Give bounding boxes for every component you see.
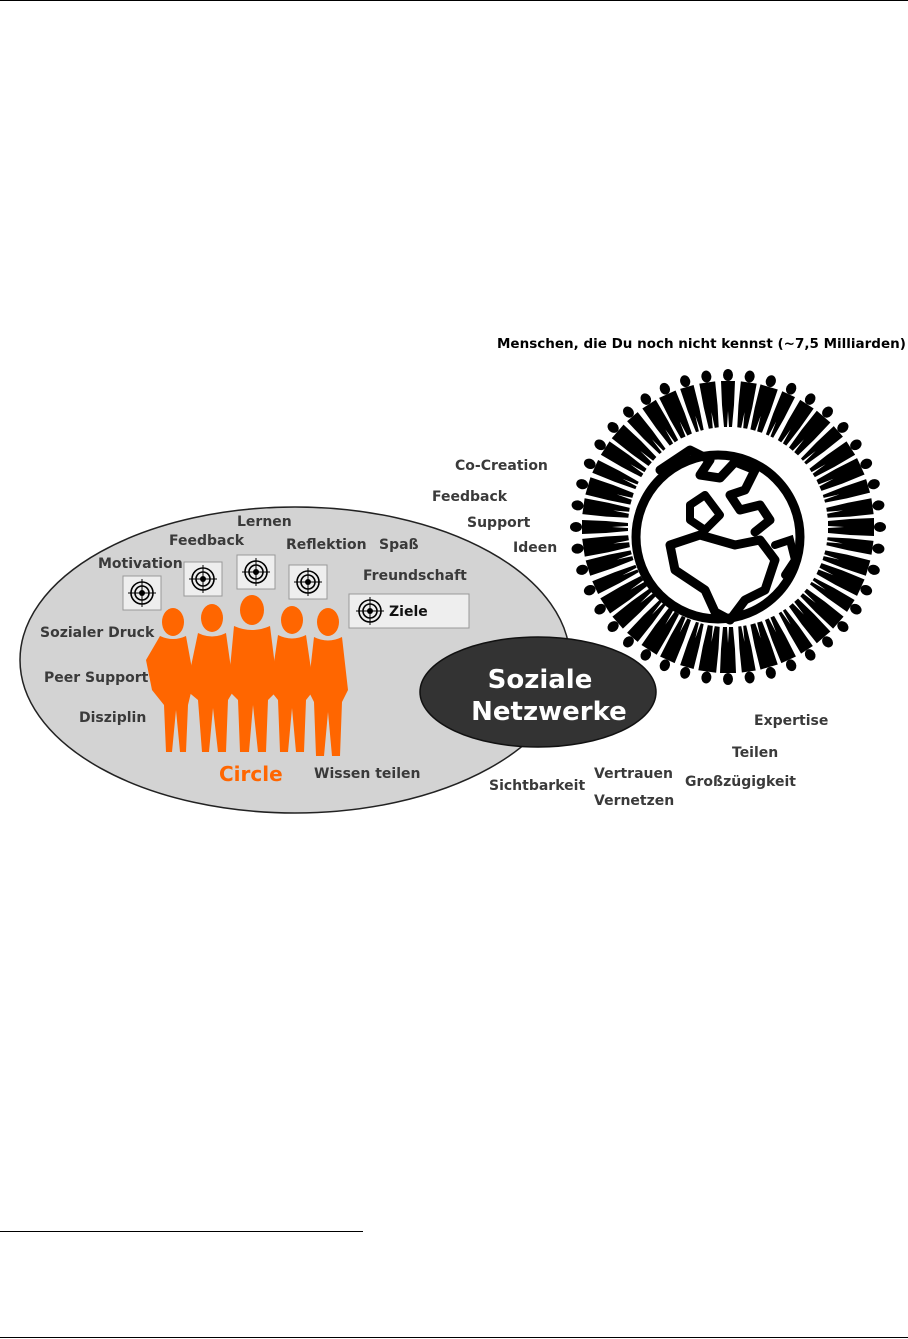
term-co-creation: Co-Creation	[455, 458, 548, 474]
term-motivation: Motivation	[98, 556, 183, 572]
person-silhouette-icon	[816, 458, 873, 491]
circle-people-group	[146, 595, 348, 756]
term-expertise: Expertise	[754, 713, 828, 729]
person-silhouette-icon	[594, 576, 648, 615]
person-silhouette-icon	[270, 606, 314, 752]
term-reflektion: Reflektion	[286, 537, 367, 553]
person-silhouette-icon	[623, 599, 666, 648]
term-network-feedback: Feedback	[432, 489, 508, 505]
person-silhouette-icon	[228, 595, 278, 752]
bottom-rule	[0, 1337, 908, 1338]
target-box-ziele	[348, 593, 470, 629]
term-vertrauen: Vertrauen	[594, 766, 673, 782]
person-silhouette-icon	[607, 422, 657, 467]
world-title: Menschen, die Du noch nicht kennst (~7,5…	[497, 336, 906, 352]
person-silhouette-icon	[583, 564, 639, 596]
term-ideen: Ideen	[513, 540, 557, 556]
target-icon	[189, 565, 217, 593]
term-lernen: Lernen	[237, 514, 292, 530]
term-support: Support	[467, 515, 531, 531]
term-vernetzen: Vernetzen	[594, 793, 674, 809]
person-silhouette-icon	[576, 550, 634, 576]
person-silhouette-icon	[623, 406, 666, 455]
person-silhouette-icon	[659, 615, 692, 672]
person-silhouette-icon	[583, 458, 639, 490]
person-silhouette-icon	[822, 479, 880, 503]
person-silhouette-icon	[809, 439, 862, 478]
target-box-feedback	[183, 561, 223, 597]
term-disziplin: Disziplin	[79, 710, 146, 726]
term-freundschaft: Freundschaft	[363, 568, 467, 584]
term-sozialer-druck: Sozialer Druck	[40, 625, 155, 641]
term-sichtbarkeit: Sichtbarkeit	[489, 778, 585, 794]
person-silhouette-icon	[788, 598, 833, 648]
person-silhouette-icon	[571, 498, 630, 518]
person-silhouette-icon	[146, 608, 194, 752]
person-silhouette-icon	[777, 393, 816, 446]
person-silhouette-icon	[800, 422, 849, 465]
term-teilen: Teilen	[732, 745, 778, 761]
person-silhouette-icon	[699, 370, 719, 429]
person-silhouette-icon	[788, 406, 833, 456]
person-silhouette-icon	[828, 518, 886, 536]
globe-icon	[631, 445, 805, 625]
target-box-lernen	[236, 554, 276, 590]
footnote-rule	[0, 1231, 363, 1232]
person-silhouette-icon	[721, 369, 735, 427]
target-icon	[242, 558, 270, 586]
person-silhouette-icon	[778, 608, 816, 661]
person-silhouette-icon	[570, 520, 628, 534]
person-silhouette-icon	[659, 382, 692, 439]
top-rule	[0, 0, 908, 1]
person-silhouette-icon	[764, 615, 797, 672]
target-box-motivation	[122, 575, 162, 611]
term-peer-support: Peer Support	[44, 670, 149, 686]
person-silhouette-icon	[186, 604, 234, 752]
term-ziele: Ziele	[389, 604, 428, 620]
person-silhouette-icon	[737, 370, 757, 429]
person-silhouette-icon	[640, 393, 679, 446]
target-box-reflektion	[288, 564, 328, 600]
circle-label: Circle	[219, 762, 283, 786]
world-people-ring	[570, 369, 886, 685]
person-silhouette-icon	[738, 625, 756, 684]
person-silhouette-icon	[308, 608, 348, 756]
target-icon	[128, 579, 156, 607]
person-silhouette-icon	[826, 498, 885, 518]
person-silhouette-icon	[698, 625, 720, 684]
person-silhouette-icon	[576, 477, 634, 505]
target-icon	[294, 568, 322, 596]
social-networks-ellipse	[419, 636, 657, 748]
person-silhouette-icon	[765, 382, 797, 438]
person-silhouette-icon	[640, 607, 679, 661]
term-spass: Spaß	[379, 537, 419, 553]
term-grosszuegigkeit: Großzügigkeit	[685, 774, 796, 790]
term-circle-feedback: Feedback	[169, 533, 245, 549]
person-silhouette-icon	[594, 439, 647, 478]
person-silhouette-icon	[750, 375, 778, 433]
person-silhouette-icon	[822, 550, 880, 576]
person-silhouette-icon	[680, 375, 704, 433]
person-silhouette-icon	[809, 577, 862, 615]
person-silhouette-icon	[680, 621, 704, 679]
social-networks-label-line1: Soziale	[488, 665, 593, 695]
person-silhouette-icon	[826, 537, 885, 555]
person-silhouette-icon	[607, 588, 656, 632]
person-silhouette-icon	[816, 563, 873, 596]
person-silhouette-icon	[750, 621, 778, 679]
person-silhouette-icon	[800, 588, 849, 632]
term-wissen-teilen: Wissen teilen	[314, 766, 421, 782]
social-networks-label-line2: Netzwerke	[471, 697, 627, 727]
person-silhouette-icon	[571, 535, 630, 557]
person-silhouette-icon	[720, 627, 736, 685]
target-icon	[356, 597, 384, 625]
